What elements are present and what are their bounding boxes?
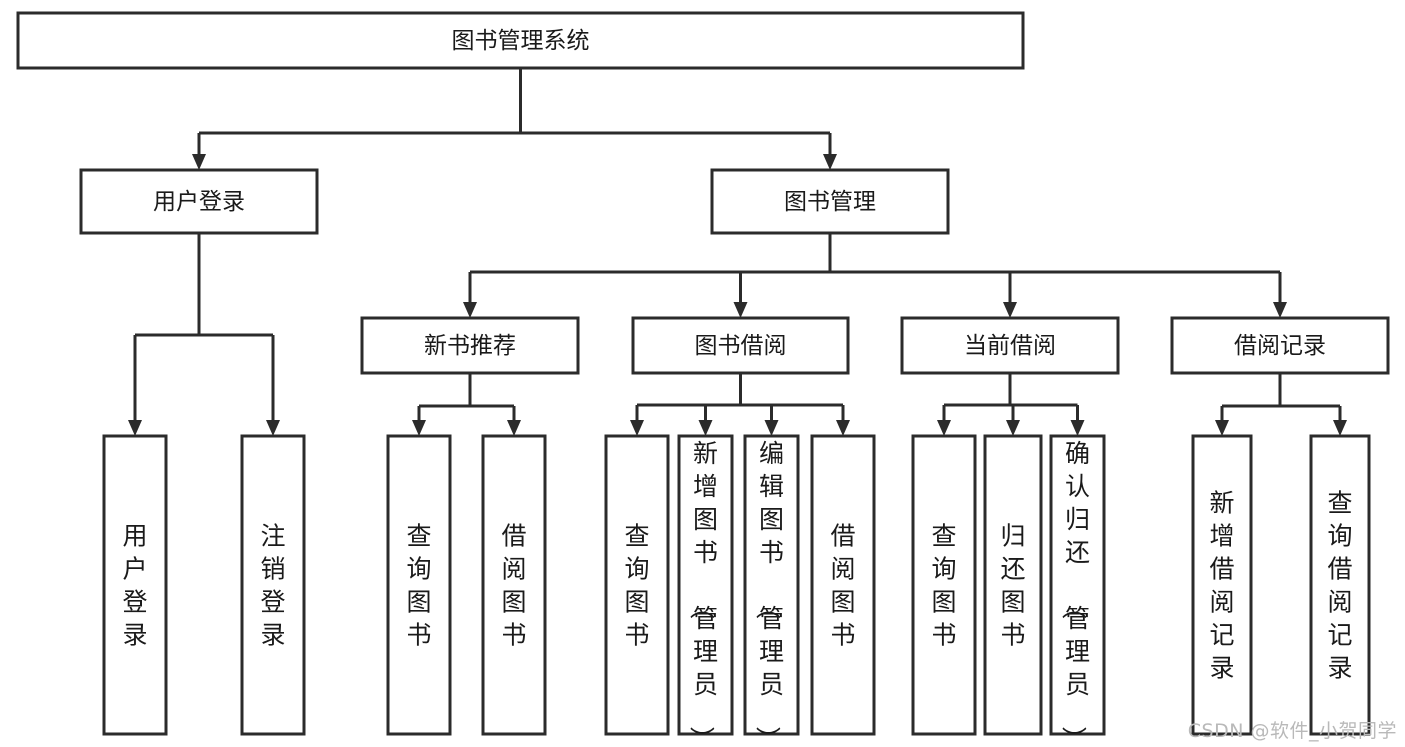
node-label: 编辑图书（管理员）: [753, 439, 784, 747]
node-box: [900, 316, 1120, 375]
node-leaf-return-book[interactable]: 归还图书: [983, 434, 1043, 736]
arrow-head-icon: [937, 420, 951, 436]
node-box: [1309, 434, 1371, 736]
node-box: [16, 11, 1025, 70]
edge-group-bookmgr: [463, 233, 1287, 318]
arrow-head-icon: [1003, 302, 1017, 318]
node-box: [240, 434, 306, 736]
node-label: 查询图书: [406, 522, 431, 650]
node-label: 注销登录: [260, 522, 285, 650]
arrow-head-icon: [1273, 302, 1287, 318]
node-label: 新增借阅记录: [1209, 489, 1234, 683]
node-label: 借阅图书: [830, 522, 855, 650]
arrow-head-icon: [733, 302, 748, 318]
node-label: 图书借阅: [695, 333, 787, 359]
node-box: [481, 434, 547, 736]
node-label: 当前借阅: [964, 333, 1056, 359]
node-current[interactable]: 当前借阅: [900, 316, 1120, 375]
node-box: [911, 434, 977, 736]
node-label: 查询图书: [931, 522, 956, 650]
node-label: 新书推荐: [424, 333, 516, 359]
node-box: [604, 434, 670, 736]
node-label: 用户登录: [122, 522, 147, 650]
arrow-head-icon: [192, 154, 206, 170]
node-leaf-query-book-2[interactable]: 查询图书: [604, 434, 670, 736]
edge-group-current: [937, 373, 1085, 436]
node-label: 借阅图书: [501, 522, 526, 650]
node-box: [360, 316, 580, 375]
node-leaf-borrow-book-2[interactable]: 借阅图书: [810, 434, 876, 736]
arrow-head-icon: [1070, 420, 1085, 436]
node-box: [1191, 434, 1253, 736]
node-label: 借阅记录: [1234, 333, 1326, 359]
node-label: 图书管理: [784, 189, 876, 215]
node-leaf-logout[interactable]: 注销登录: [240, 434, 306, 736]
arrow-head-icon: [698, 420, 713, 436]
arrow-head-icon: [836, 420, 850, 436]
node-newbook[interactable]: 新书推荐: [360, 316, 580, 375]
node-label: 图书管理系统: [452, 28, 590, 54]
nodes-layer: 图书管理系统用户登录图书管理新书推荐图书借阅当前借阅借阅记录用户登录注销登录查询…: [16, 11, 1390, 747]
node-box: [710, 168, 950, 235]
arrow-head-icon: [507, 420, 521, 436]
arrow-head-icon: [823, 154, 837, 170]
node-label: 用户登录: [153, 189, 245, 215]
node-root[interactable]: 图书管理系统: [16, 11, 1025, 70]
node-leaf-add-record[interactable]: 新增借阅记录: [1191, 434, 1253, 736]
arrow-head-icon: [412, 420, 426, 436]
node-label: 查询图书: [624, 522, 649, 650]
edge-group-borrow: [630, 373, 850, 436]
node-leaf-query-book-3[interactable]: 查询图书: [911, 434, 977, 736]
node-record[interactable]: 借阅记录: [1170, 316, 1390, 375]
arrow-head-icon: [1215, 420, 1229, 436]
node-box: [1049, 434, 1106, 736]
edge-group-record: [1215, 373, 1347, 436]
edge-group-login: [128, 233, 280, 436]
arrow-head-icon: [764, 420, 779, 436]
node-leaf-borrow-book-1[interactable]: 借阅图书: [481, 434, 547, 736]
node-leaf-user-login[interactable]: 用户登录: [102, 434, 168, 736]
node-leaf-query-record[interactable]: 查询借阅记录: [1309, 434, 1371, 736]
arrow-head-icon: [1006, 420, 1020, 436]
node-bookmgr[interactable]: 图书管理: [710, 168, 950, 235]
edges-layer: [128, 68, 1347, 436]
node-leaf-edit-book[interactable]: 编辑图书（管理员）: [743, 434, 800, 747]
node-leaf-add-book[interactable]: 新增图书（管理员）: [677, 434, 734, 747]
node-box: [631, 316, 850, 375]
arrow-head-icon: [128, 420, 142, 436]
edge-group-root: [192, 68, 837, 170]
arrow-head-icon: [1333, 420, 1347, 436]
node-borrow[interactable]: 图书借阅: [631, 316, 850, 375]
arrow-head-icon: [463, 302, 477, 318]
node-box: [102, 434, 168, 736]
node-box: [677, 434, 734, 736]
node-leaf-query-book-1[interactable]: 查询图书: [386, 434, 452, 736]
node-box: [743, 434, 800, 736]
node-label: 新增图书（管理员）: [687, 439, 718, 747]
node-box: [810, 434, 876, 736]
node-box: [386, 434, 452, 736]
node-label: 查询借阅记录: [1327, 489, 1352, 683]
node-leaf-confirm-return[interactable]: 确认归还（管理员）: [1049, 434, 1106, 747]
node-login[interactable]: 用户登录: [79, 168, 319, 235]
node-box: [79, 168, 319, 235]
arrow-head-icon: [266, 420, 280, 436]
node-label: 确认归还（管理员）: [1059, 439, 1090, 747]
node-box: [1170, 316, 1390, 375]
edge-group-newbook: [412, 373, 521, 436]
node-label: 归还图书: [1000, 522, 1025, 650]
arrow-head-icon: [630, 420, 644, 436]
node-box: [983, 434, 1043, 736]
